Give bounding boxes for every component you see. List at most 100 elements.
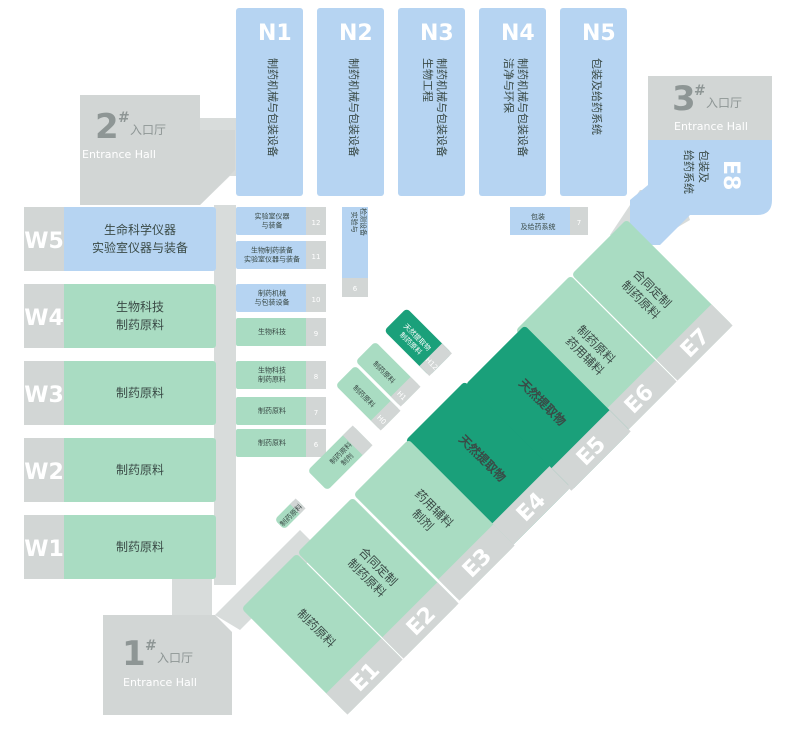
entrance-2[interactable]: 2 # 入口厅 Entrance Hall [80, 95, 235, 205]
hall-id: 12 [312, 219, 321, 227]
hall-tag [306, 429, 326, 457]
hall-id: 10 [312, 296, 321, 304]
hall-line: 生命科学仪器 [104, 222, 176, 237]
hall-line: 生物制药装备 [251, 246, 293, 255]
hall-shape [24, 438, 216, 502]
hall-id: N1 [258, 21, 292, 46]
entrance-1[interactable]: 1 # 入口厅 Entrance Hall [103, 615, 232, 715]
inner-halls: 12实验室仪器与装备11生物制药装备实验室仪器与装备10制药机械与包装设备9生物… [236, 207, 326, 457]
hall-tag [24, 515, 64, 579]
hall-line: 制药原料 [116, 463, 164, 477]
hall-small-6[interactable]: 实验与 检测设备 6 [342, 207, 368, 297]
corridor-1-up [172, 578, 212, 618]
entrance-3[interactable]: 3 # 入口厅 Entrance Hall [648, 76, 772, 140]
hall-tag [24, 438, 64, 502]
hall-line: 生物科技 [258, 366, 286, 375]
hall-shape [560, 8, 627, 196]
hall-e8-line2: 给药系统 [682, 150, 695, 194]
hall-small-7[interactable]: 包装 及给药系统 7 [510, 207, 588, 235]
hall-tag [306, 318, 326, 346]
hall-tag [550, 410, 631, 491]
hall-tag [306, 207, 326, 235]
hall-line: 制药机械 [258, 289, 286, 298]
hall-line: 洁净与环保 [502, 58, 516, 113]
hall-inner-12[interactable]: 12 实验室仪器与装备 [236, 207, 326, 235]
hall-line: 制药原料 [116, 386, 164, 400]
hall-shape [236, 429, 326, 457]
hall-id: 9 [314, 330, 318, 338]
hall-tag [342, 425, 373, 456]
hall-tag [306, 241, 326, 269]
hall-shape [398, 8, 465, 196]
hall-id: N4 [501, 21, 535, 46]
hall-tag [24, 361, 64, 425]
hall-tag [419, 343, 452, 376]
hall-shape [317, 8, 384, 196]
hall-shape [236, 207, 326, 235]
hall-line: 实验室仪器与装备 [92, 240, 188, 255]
hall-shape [24, 207, 216, 271]
hall-small-7-id: 7 [577, 219, 581, 227]
entrance-2-label: 入口厅 [130, 123, 166, 137]
hall-id: W1 [24, 537, 64, 562]
hall-line: 实验室仪器 [255, 212, 290, 221]
entrance-1-number: 1 [122, 634, 146, 674]
hall-tag [600, 360, 677, 437]
hall-small-6-id: 6 [353, 285, 358, 293]
hall-line: 包装及给药系统 [590, 58, 603, 135]
hall-shape [24, 515, 216, 579]
hall-tag [370, 400, 401, 431]
hall-n1[interactable]: N1 制药机械与包装设备 [236, 8, 303, 196]
hall-e8[interactable]: E8 包装及 给药系统 [630, 140, 772, 245]
entrance-3-shape [648, 76, 772, 140]
hall-tiny[interactable]: 制药原料 [274, 498, 306, 529]
hall-w1[interactable]: W1 制药原料 [24, 515, 216, 579]
hall-small-7-line1: 包装 [531, 212, 545, 221]
hall-id: 6 [314, 441, 319, 449]
hall-shape [24, 361, 216, 425]
entrance-1-shape [103, 615, 232, 715]
hall-id: W5 [24, 229, 64, 254]
hall-tag [306, 397, 326, 425]
hall-tag [490, 466, 571, 547]
hall-id: N5 [582, 21, 616, 46]
hall-shape [236, 241, 326, 269]
hall-tag [438, 524, 515, 601]
hall-line: 制药机械与包装设备 [266, 58, 280, 157]
entrance-3-en: Entrance Hall [674, 120, 748, 133]
hall-tag [390, 376, 421, 407]
hall-shape [236, 8, 303, 196]
hall-small-7-line2: 及给药系统 [521, 222, 556, 231]
hall-tag [24, 207, 64, 271]
hall-shape [479, 8, 546, 196]
hall-line: 生物工程 [421, 58, 435, 102]
hall-line: 制药原料 [116, 540, 164, 554]
entrance-1-en: Entrance Hall [123, 676, 197, 689]
hall-n5[interactable]: N5 包装及给药系统 [560, 8, 627, 196]
hall-line: 与装备 [262, 221, 283, 230]
hall-tag [290, 498, 306, 514]
